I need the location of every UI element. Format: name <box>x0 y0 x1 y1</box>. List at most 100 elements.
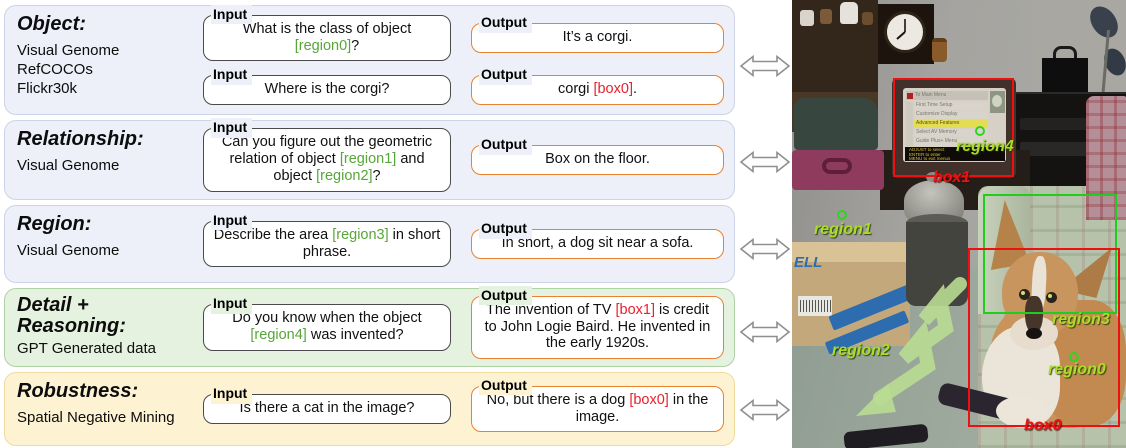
output-text: corgi [box0]. <box>558 81 637 98</box>
double-arrow-icon <box>739 150 791 174</box>
source-item: RefCOCOs <box>17 61 93 79</box>
input-text: Is there a cat in the image? <box>239 400 415 417</box>
task-title: Detail + Reasoning: <box>17 294 126 337</box>
task-sources: Spatial Negative Mining <box>17 408 203 427</box>
output-text: Box on the floor. <box>545 151 650 168</box>
white-jug <box>840 2 858 24</box>
input-text: Describe the area [region3] in short phr… <box>213 226 441 260</box>
input-text: Do you know when the object [region4] wa… <box>232 310 422 343</box>
tv-menu-item: Customize Display <box>914 111 988 119</box>
task-title: Relationship: <box>17 128 144 150</box>
task-row-header: Region: Visual Genome <box>5 206 203 260</box>
task-sources: Visual Genome <box>17 241 203 260</box>
tv-menu-item: Guide Plus+ Menu <box>914 138 988 146</box>
task-row-detail-reasoning: Detail + Reasoning: GPT Generated data I… <box>4 285 735 367</box>
tv-menu-header: To Main Menu <box>906 91 988 100</box>
task-row-robustness: Robustness: Spatial Negative Mining Inpu… <box>4 372 735 446</box>
region0-label: region0 <box>1048 361 1106 378</box>
tv-footer-line: ENTER to enter <box>909 152 941 157</box>
output-box: Output In short, a dog sit near a sofa. <box>471 219 724 259</box>
output-box: Output corgi [box0]. <box>471 65 724 106</box>
bbox-region3 <box>983 194 1117 314</box>
input-box: Input What is the class of object [regio… <box>203 4 451 62</box>
region3-label: region3 <box>1052 311 1110 328</box>
speaker-handle <box>1053 46 1077 62</box>
mug <box>820 9 832 24</box>
output-text: It’s a corgi. <box>562 29 633 46</box>
case-handle <box>822 158 852 174</box>
task-sources: Visual Genome <box>17 156 203 175</box>
input-box: Input Is there a cat in the image? <box>203 384 451 424</box>
region1-label: region1 <box>814 221 872 238</box>
task-row-header: Relationship: Visual Genome <box>5 121 203 175</box>
corgi-right-eye <box>1046 292 1057 303</box>
tv-footer-bar: ADJUST to select ENTER to enter MENU to … <box>905 147 1005 161</box>
input-box: Input Can you figure out the geometric r… <box>203 118 451 192</box>
corgi-paw <box>996 396 1048 426</box>
corgi-muzzle <box>1025 296 1043 334</box>
tv-inset-figure <box>992 95 1002 107</box>
task-sources: GPT Generated data <box>17 339 203 358</box>
dell-box-top <box>792 242 910 262</box>
double-arrow-icon <box>739 320 791 344</box>
task-row-object: Object: Visual Genome RefCOCOs Flickr30k… <box>4 4 735 115</box>
input-text: What is the class of object [region0]? <box>242 20 412 54</box>
output-legend: Output <box>479 285 532 306</box>
tv-footer-line: ADJUST to select <box>909 148 945 152</box>
output-legend: Output <box>479 13 532 33</box>
double-arrow-icon <box>739 237 791 261</box>
double-arrow-icon <box>739 398 791 422</box>
corgi-left-eye <box>1019 289 1030 300</box>
task-row-header: Object: Visual Genome RefCOCOs Flickr30k <box>5 6 203 99</box>
input-text: Where is the corgi? <box>264 81 390 98</box>
output-text: The invention of TV [box1] is credit to … <box>484 301 711 352</box>
input-box: Input Describe the area [region3] in sho… <box>203 210 451 268</box>
output-box: Output Box on the floor. <box>471 135 724 175</box>
input-legend: Input <box>211 65 253 85</box>
region2-label: region2 <box>832 342 890 359</box>
task-row-header: Robustness: Spatial Negative Mining <box>5 373 203 427</box>
jar <box>932 38 947 62</box>
task-row-relationship: Relationship: Visual Genome Input Can yo… <box>4 118 735 200</box>
tv-footer-line: MENU to exit menus <box>909 157 951 162</box>
corgi-nose <box>1026 328 1042 339</box>
input-legend: Input <box>211 294 253 314</box>
bbox-box1 <box>893 78 1014 177</box>
tv-menu-item: First Time Setup <box>914 102 988 110</box>
annotated-scene-photo: To Main Menu First Time Setup Customize … <box>792 0 1126 448</box>
eye-glint <box>1021 291 1025 295</box>
tv-menu-icon <box>907 92 913 99</box>
mug <box>800 10 814 26</box>
input-box: Input Do you know when the object [regio… <box>203 294 451 351</box>
output-text: No, but there is a dog [box0] in the ima… <box>486 391 709 425</box>
task-sources: Visual Genome RefCOCOs Flickr30k <box>17 41 203 99</box>
tv-menu-item: Select AV Memory <box>914 129 988 137</box>
tv-menu-header-text: To Main Menu <box>915 92 947 98</box>
input-legend: Input <box>211 4 253 25</box>
input-legend: Input <box>211 384 253 404</box>
source-item: GPT Generated data <box>17 340 156 357</box>
tv-menu-item-highlighted: Advanced Features <box>914 120 988 128</box>
tv-menu-icon-strip <box>906 102 913 146</box>
source-item: Visual Genome <box>17 42 120 59</box>
input-legend: Input <box>211 118 253 138</box>
source-item: Spatial Negative Mining <box>17 409 175 426</box>
dell-logo-text: ELL <box>794 254 823 271</box>
box1-label: box1 <box>933 169 971 186</box>
output-box: Output No, but there is a dog [box0] in … <box>471 375 724 433</box>
source-item: Visual Genome <box>17 157 120 174</box>
region0-point-marker <box>1069 352 1079 362</box>
task-title: Region: <box>17 213 92 235</box>
task-title: Robustness: <box>17 380 139 402</box>
input-box: Input Where is the corgi? <box>203 65 451 106</box>
mug <box>862 12 873 25</box>
dell-box: ELL <box>792 242 914 355</box>
source-item: Flickr30k <box>17 80 78 98</box>
eye-glint <box>1048 294 1052 298</box>
output-box: Output It’s a corgi. <box>471 13 724 53</box>
source-item: Visual Genome <box>17 242 120 259</box>
output-text: In short, a dog sit near a sofa. <box>501 235 694 252</box>
output-legend: Output <box>479 375 532 396</box>
output-legend: Output <box>479 65 532 85</box>
clock-hands <box>896 19 906 40</box>
